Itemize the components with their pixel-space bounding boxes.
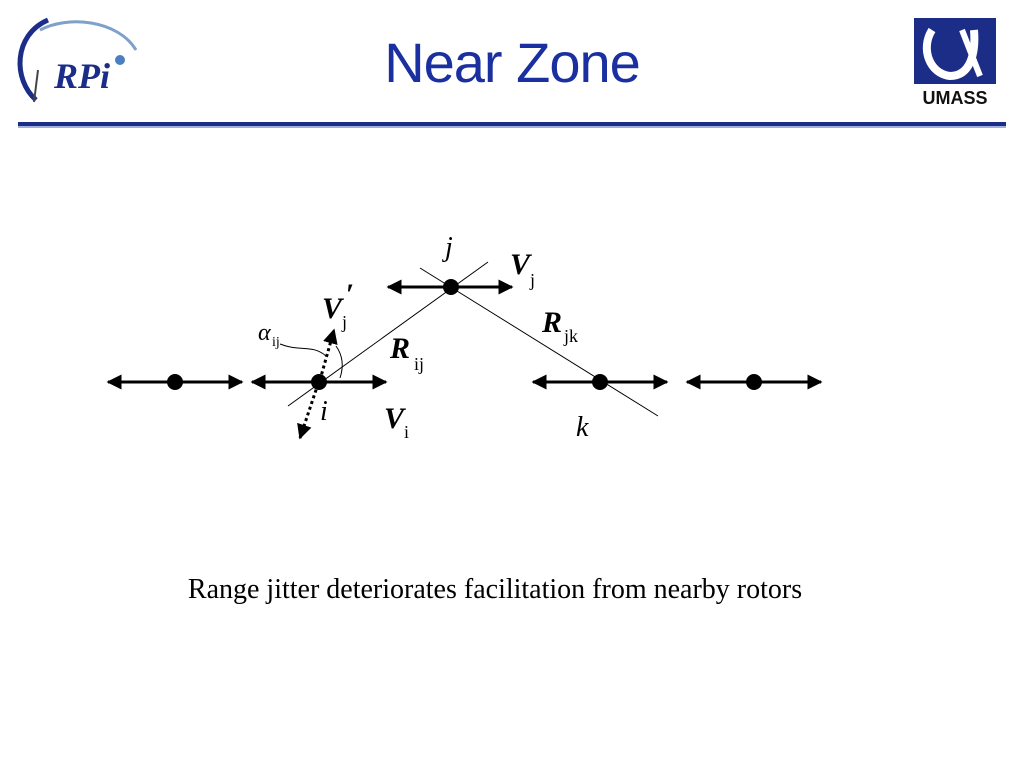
rpi-logo-text: RPi [53, 56, 110, 96]
label-node-k: k [576, 412, 589, 443]
label-vj-prime-mark: ′ [346, 278, 354, 311]
jitter-arrow-down [297, 383, 320, 440]
label-rij-sub: ij [414, 354, 424, 374]
angle-arc [335, 345, 343, 379]
title-divider-light [18, 126, 1006, 128]
umass-logo-icon: UMASS [914, 18, 996, 108]
slide-caption: Range jitter deteriorates facilitation f… [187, 574, 803, 605]
label-vi: V [384, 402, 407, 435]
label-vj-sub: j [529, 270, 535, 290]
rotor-j [386, 279, 514, 295]
label-alpha: α [258, 320, 271, 346]
label-vj-prime: V [322, 292, 345, 325]
title-divider [18, 122, 1006, 126]
alpha-leader [279, 343, 327, 357]
label-alpha-sub: ij [272, 335, 280, 350]
rotor-left [106, 374, 244, 390]
umass-logo-text: UMASS [922, 88, 987, 108]
label-rij: R [389, 332, 410, 365]
label-rjk: R [541, 306, 562, 339]
label-node-i: i [320, 396, 328, 427]
line-r-jk [419, 267, 659, 417]
rpi-logo-icon: RPi [17, 17, 138, 103]
label-vi-sub: i [404, 422, 409, 442]
jitter-arrow-up [318, 328, 338, 381]
label-rjk-sub: jk [563, 326, 578, 346]
rotor-i [250, 328, 388, 440]
label-node-j: j [442, 232, 453, 263]
label-vj: V [510, 248, 533, 281]
label-vj-prime-sub: j [341, 312, 347, 332]
rotor-k [531, 374, 669, 390]
rotor-right [685, 374, 823, 390]
page-title: Near Zone [384, 31, 641, 94]
